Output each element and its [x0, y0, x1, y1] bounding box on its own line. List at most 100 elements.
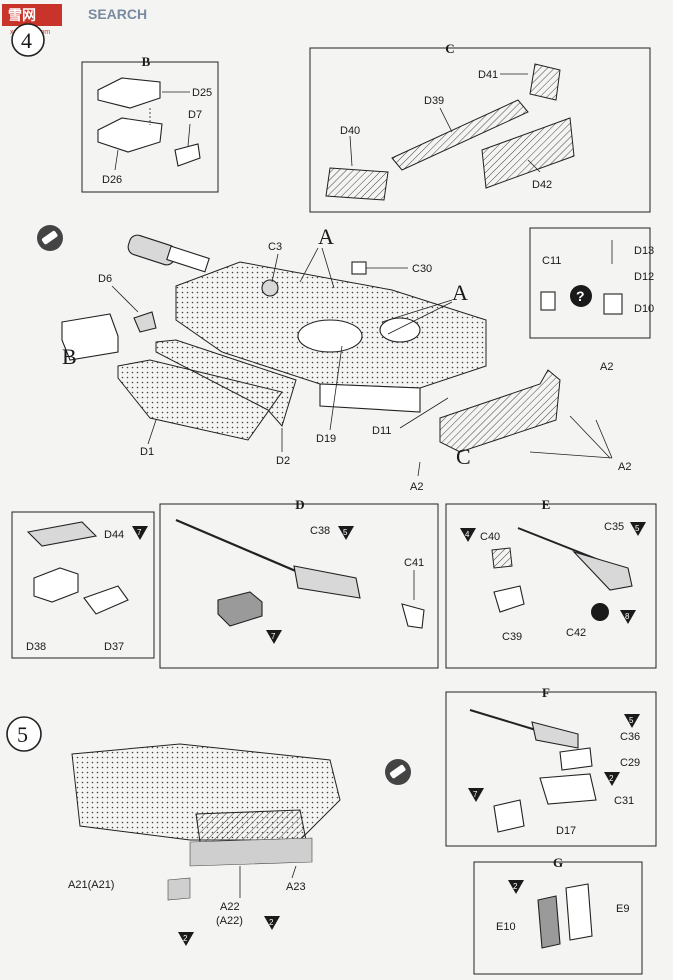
- watermark-logo-bg: [2, 4, 62, 26]
- step-4-number: 4: [21, 28, 32, 53]
- panel-c: C D41 D39 D40 D42: [309, 41, 651, 213]
- part-c38-shape: [293, 565, 361, 599]
- badge-2-f: [604, 772, 620, 786]
- watermark-site: SEARCH: [88, 6, 147, 22]
- label-e10: E10: [496, 921, 516, 933]
- part-c39-shape: [493, 585, 525, 613]
- badge-2-a22: [264, 916, 280, 930]
- label-d1: D1: [140, 446, 154, 458]
- panel-g-letter: G: [553, 855, 563, 870]
- panel-d-letter: D: [295, 497, 304, 512]
- f-mg-barrel: [469, 709, 537, 731]
- label-c29: C29: [620, 757, 640, 769]
- cement-icon-step5: [385, 759, 411, 785]
- label-a2-1: A2: [600, 361, 613, 373]
- badge-2-g: [508, 880, 524, 894]
- badge-c36-number: 5: [629, 716, 634, 725]
- label-d37: D37: [104, 641, 124, 653]
- label-c31: C31: [614, 795, 634, 807]
- part-d2-shape: [155, 339, 297, 428]
- label-a-top: A: [318, 224, 334, 249]
- panel-f-frame: [445, 691, 657, 847]
- part-d10-shape: [603, 293, 623, 315]
- badge-d17: [468, 788, 484, 802]
- part-e9-shape: [565, 883, 593, 941]
- label-a22: A22: [220, 901, 240, 913]
- badge-7-number: 7: [271, 632, 276, 641]
- label-c-mid: C: [456, 444, 471, 469]
- label-d25: D25: [192, 87, 212, 99]
- label-d12: D12: [634, 271, 654, 283]
- label-d6: D6: [98, 273, 112, 285]
- label-c41: C41: [404, 557, 424, 569]
- label-a2-2: A2: [618, 461, 631, 473]
- label-c39: C39: [502, 631, 522, 643]
- label-c3: C3: [268, 241, 282, 253]
- part-d37-shape: [83, 585, 129, 615]
- part-d17-shape: [493, 799, 525, 833]
- no-glue-icon: [591, 603, 609, 621]
- part-d39-shape: [391, 99, 529, 171]
- panel-periscopes: C11 ? D13 D12 D10: [529, 227, 654, 339]
- badge-c40: [460, 528, 476, 542]
- panel-b-letter: B: [142, 54, 151, 69]
- part-c35-shape: [572, 550, 633, 591]
- step-4-marker: 4: [11, 23, 45, 57]
- badge-c36: [624, 714, 640, 728]
- panel-d44-frame: [11, 511, 155, 659]
- label-d41: D41: [478, 69, 498, 81]
- label-d19: D19: [316, 433, 336, 445]
- label-d2: D2: [276, 455, 290, 467]
- label-d11: D11: [372, 425, 391, 437]
- badge-2-f-number: 2: [609, 774, 614, 783]
- badge-c40-number: 4: [465, 530, 470, 539]
- panel-e: E 4 C40 C35 5 C39 C42 8: [445, 497, 657, 669]
- label-c11: C11: [542, 255, 561, 267]
- part-d26-shape: [97, 117, 163, 153]
- part-d1-shape: [117, 359, 283, 441]
- label-a-right: A: [452, 280, 468, 305]
- badge-8-number: 8: [625, 612, 630, 621]
- label-d38: D38: [26, 641, 46, 653]
- question-icon: [570, 285, 592, 307]
- label-d10: D10: [634, 303, 654, 315]
- mg-barrel: [175, 518, 299, 574]
- badge-2-a21-number: 2: [183, 934, 188, 943]
- label-d39: D39: [424, 95, 444, 107]
- panel-periscopes-frame: [529, 227, 651, 339]
- loader-hatch: [379, 317, 421, 343]
- label-a22b: (A22): [216, 915, 243, 927]
- panel-g: G 2 E10 E9: [473, 855, 643, 975]
- part-c36-shape: [531, 721, 579, 749]
- label-c30: C30: [412, 263, 432, 275]
- label-a2-3: A2: [410, 481, 423, 493]
- part-d7-shape: [174, 143, 201, 167]
- cement-icon: [37, 225, 63, 251]
- panel-f-letter: F: [542, 685, 550, 700]
- part-c11-shape: [540, 291, 556, 311]
- panel-f: F C36 5 C29 C31 2 7 D17: [445, 685, 657, 847]
- label-a21: A21(A21): [68, 879, 114, 891]
- part-c41-shape: [401, 603, 425, 629]
- badge-7: [266, 630, 282, 644]
- label-d44: D44: [104, 529, 124, 541]
- step5-basket: [195, 809, 307, 843]
- label-d13: D13: [634, 245, 654, 257]
- label-c36: C36: [620, 731, 640, 743]
- step-5-number: 5: [17, 722, 28, 747]
- periscope-c3: [261, 279, 279, 297]
- label-d42: D42: [532, 179, 552, 191]
- label-c42: C42: [566, 627, 586, 639]
- part-e10-shape: [537, 895, 561, 949]
- ammo-box-shape: [217, 591, 263, 627]
- part-c29-shape: [559, 747, 593, 771]
- label-c40: C40: [480, 531, 500, 543]
- panel-b: B D25 D7 D26: [81, 54, 219, 193]
- part-d25-shape: [97, 77, 161, 109]
- badge-d44: [132, 526, 148, 540]
- rear-basket: [439, 369, 561, 453]
- badge-c35: [630, 522, 646, 536]
- subassembly-b: [61, 313, 119, 361]
- panel-d: D C38 5 C41 7: [159, 497, 439, 669]
